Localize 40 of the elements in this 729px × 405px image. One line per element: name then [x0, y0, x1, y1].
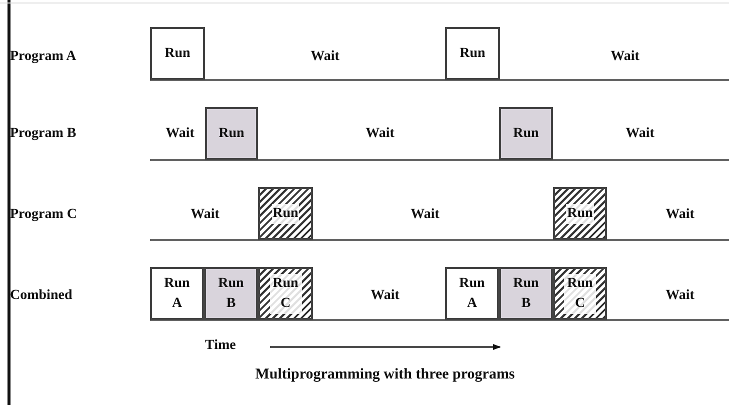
run-label: Run B: [512, 274, 540, 312]
state-label: Wait: [410, 207, 440, 223]
run-label: Run A: [458, 274, 486, 312]
state-label: Wait: [626, 126, 654, 142]
row-label: Program A: [10, 49, 76, 65]
run-box: [258, 267, 313, 320]
run-box: [150, 267, 204, 320]
state-label: Wait: [366, 126, 394, 142]
run-box: [150, 27, 205, 80]
state-label: Wait: [666, 288, 694, 304]
state-label: Wait: [370, 288, 400, 304]
run-label: Run: [458, 44, 486, 62]
run-box: [204, 267, 258, 320]
state-label: Wait: [666, 207, 694, 223]
run-label: Run C: [564, 274, 596, 314]
run-label: Run: [512, 124, 540, 142]
run-box: [445, 267, 499, 320]
run-label: Run A: [163, 274, 191, 312]
run-box: [258, 187, 313, 240]
run-label: Run: [272, 204, 300, 224]
run-label: Run: [566, 204, 594, 224]
run-label: Run: [218, 124, 246, 142]
run-box: [553, 187, 607, 240]
state-label: Wait: [610, 49, 640, 65]
row-label: Program B: [10, 126, 76, 142]
state-label: Wait: [190, 207, 220, 223]
run-box: [499, 267, 553, 320]
run-label: Run B: [217, 274, 245, 312]
row-label: Program C: [10, 207, 77, 223]
state-label: Wait: [310, 49, 340, 65]
run-box: [553, 267, 607, 320]
row-label: Time: [205, 338, 236, 354]
run-box: [205, 107, 258, 160]
run-box: [445, 27, 500, 80]
state-label: Wait: [166, 126, 194, 142]
run-label: Run: [164, 44, 192, 62]
caption: Multiprogramming with three programs: [255, 366, 515, 384]
run-label: Run C: [270, 274, 302, 314]
run-box: [499, 107, 553, 160]
row-label: Combined: [10, 288, 72, 304]
